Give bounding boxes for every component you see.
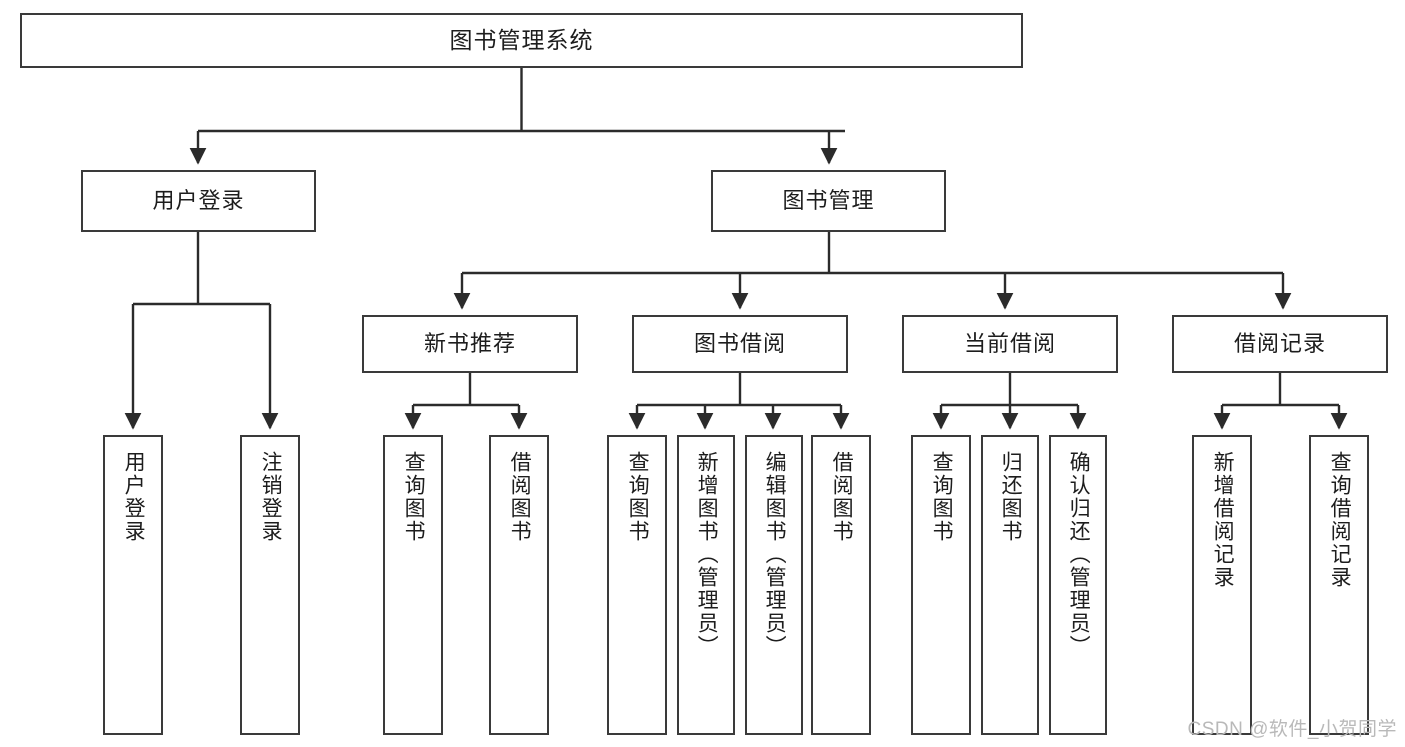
leaf-label: 新增借阅记录: [1211, 451, 1235, 589]
node-book-management[interactable]: 图书管理: [711, 170, 946, 232]
leaf-borrow-add-book-admin[interactable]: 新增图书（管理员）: [677, 435, 735, 735]
leaf-label: 注销登录: [259, 451, 283, 543]
node-borrow-records[interactable]: 借阅记录: [1172, 315, 1388, 373]
node-label: 新书推荐: [423, 330, 516, 356]
leaf-label: 编辑图书（管理员）: [763, 451, 787, 658]
leaf-label: 新增图书（管理员）: [695, 451, 719, 658]
leaf-user-login[interactable]: 用户登录: [103, 435, 163, 735]
leaf-records-query-record[interactable]: 查询借阅记录: [1309, 435, 1369, 735]
node-label: 借阅记录: [1233, 330, 1326, 356]
node-book-borrow[interactable]: 图书借阅: [632, 315, 848, 373]
leaf-records-add-record[interactable]: 新增借阅记录: [1192, 435, 1252, 735]
leaf-borrow-borrow-book[interactable]: 借阅图书: [811, 435, 871, 735]
node-label: 用户登录: [152, 187, 245, 213]
node-label: 图书管理系统: [449, 26, 594, 53]
leaf-label: 查询图书: [930, 451, 954, 543]
leaf-label: 查询图书: [402, 451, 426, 543]
leaf-current-confirm-return-admin[interactable]: 确认归还（管理员）: [1049, 435, 1107, 735]
leaf-label: 借阅图书: [508, 451, 532, 543]
leaf-label: 用户登录: [122, 451, 146, 543]
leaf-current-return-book[interactable]: 归还图书: [981, 435, 1039, 735]
node-label: 图书管理: [782, 187, 875, 213]
csdn-watermark: CSDN @软件_小贺同学: [1187, 719, 1397, 740]
leaf-borrow-query-book[interactable]: 查询图书: [607, 435, 667, 735]
leaf-current-query-book[interactable]: 查询图书: [911, 435, 971, 735]
node-current-borrow[interactable]: 当前借阅: [902, 315, 1118, 373]
leaf-recommend-query-book[interactable]: 查询图书: [383, 435, 443, 735]
leaf-label: 确认归还（管理员）: [1067, 451, 1091, 658]
node-label: 图书借阅: [693, 330, 786, 356]
leaf-user-logout[interactable]: 注销登录: [240, 435, 300, 735]
node-root-book-management-system[interactable]: 图书管理系统: [20, 13, 1023, 68]
node-new-book-recommend[interactable]: 新书推荐: [362, 315, 578, 373]
node-label: 当前借阅: [963, 330, 1056, 356]
leaf-recommend-borrow-book[interactable]: 借阅图书: [489, 435, 549, 735]
node-user-login[interactable]: 用户登录: [81, 170, 316, 232]
leaf-label: 查询图书: [626, 451, 650, 543]
leaf-borrow-edit-book-admin[interactable]: 编辑图书（管理员）: [745, 435, 803, 735]
leaf-label: 查询借阅记录: [1328, 451, 1352, 589]
leaf-label: 归还图书: [999, 451, 1023, 543]
leaf-label: 借阅图书: [830, 451, 854, 543]
